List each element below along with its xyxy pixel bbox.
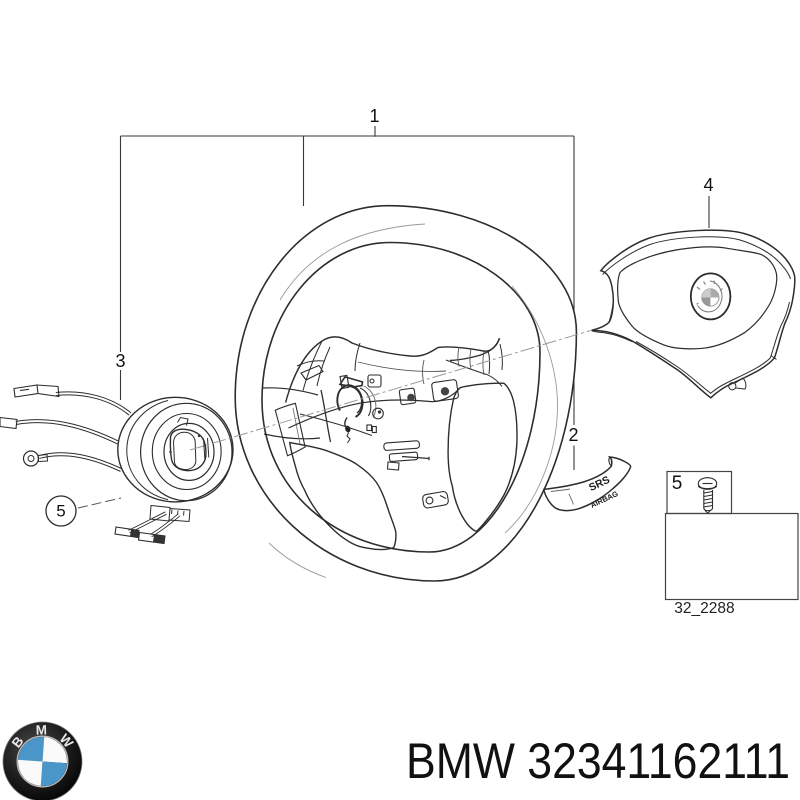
svg-text:BMW 32341162111: BMW 32341162111 bbox=[406, 733, 790, 789]
svg-text:5: 5 bbox=[56, 502, 65, 521]
svg-text:1: 1 bbox=[369, 106, 379, 126]
svg-text:32_2288: 32_2288 bbox=[674, 600, 734, 617]
svg-text:3: 3 bbox=[115, 351, 125, 371]
svg-text:4: 4 bbox=[703, 175, 713, 195]
svg-text:5: 5 bbox=[672, 473, 683, 494]
svg-text:2: 2 bbox=[568, 425, 578, 445]
svg-text:M: M bbox=[36, 722, 48, 737]
